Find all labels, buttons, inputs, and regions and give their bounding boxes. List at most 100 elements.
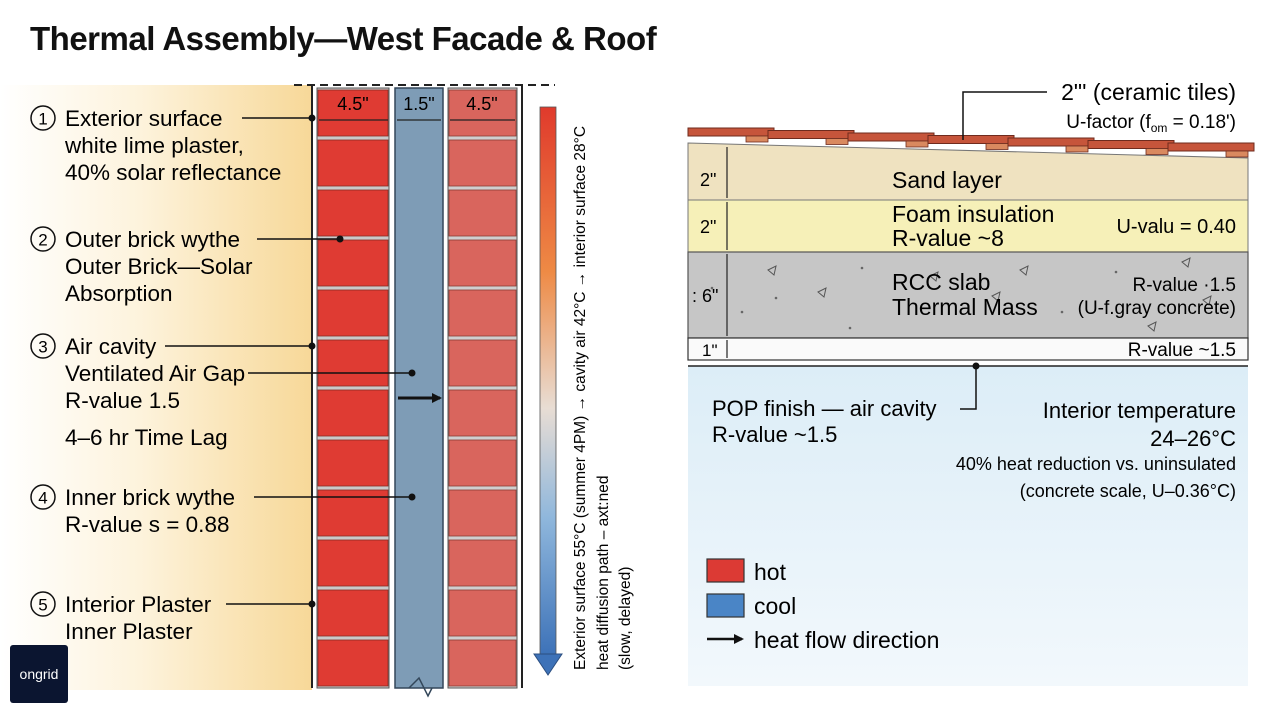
label-line: Outer brick wythe (65, 227, 240, 252)
roof-section: 2" 2" : 6" 1" 2"' (ceramic tiles) U-fact… (687, 79, 1255, 686)
inner-brick (448, 439, 517, 487)
roof-dimensions: 2" 2" : 6" 1" (692, 147, 728, 360)
air-cavity-break-mark (408, 676, 433, 698)
foam-r-value: R-value ~8 (892, 225, 1004, 251)
label-line: white lime plaster, (64, 133, 244, 158)
label-line: 40% solar reflectance (65, 160, 281, 185)
gradient-bar-arrowhead (533, 653, 563, 676)
tiles-u-factor: U-factor (fom = 0.18') (1066, 112, 1236, 135)
legend-label-cool: cool (754, 593, 796, 619)
ceramic-tile (1007, 137, 1095, 147)
outer-brick-wythe (316, 87, 390, 689)
number-badge-text: 4 (38, 489, 47, 508)
ceramic-tile (1087, 140, 1175, 149)
number-badge (30, 333, 56, 359)
outer-wythe-mortar (316, 87, 390, 689)
wall-label-air-cavity: 3 Air cavity Ventilated Air Gap R-value … (30, 333, 416, 450)
aggregate-stone (817, 287, 827, 298)
wall-label-interior-plaster: 5 Interior Plaster Inner Plaster (30, 591, 316, 644)
gradient-caption-line-1: Exterior surface 55°C (summer 4PM) → cav… (572, 126, 589, 670)
tile-spacer (985, 143, 1009, 150)
foam-u-value: U-valu = 0.40 (1116, 216, 1236, 238)
label-line: Exterior surface (65, 106, 223, 131)
gradient-caption-line-3: (slow, delayed) (617, 567, 634, 670)
inner-brick (448, 489, 517, 537)
pop-leader-line (960, 366, 977, 410)
dimension-outer-wythe: 4.5" (337, 94, 368, 114)
tile-spacer (1065, 145, 1089, 153)
wall-label-exterior-surface: 1 Exterior surface white lime plaster, 4… (30, 105, 316, 185)
leader-dot (972, 362, 980, 370)
dimension-air-cavity: 1.5" (403, 94, 434, 114)
label-line: Outer Brick—Solar (65, 254, 253, 279)
rcc-note: (U-f.gray concrete) (1078, 298, 1236, 319)
leader-dot (308, 600, 316, 608)
interior-temperature-label: Interior temperature (1043, 398, 1236, 423)
number-badge-text: 1 (38, 110, 47, 129)
aggregate-stone (767, 265, 777, 276)
tile-spacer (1145, 148, 1169, 155)
inner-brick (448, 289, 517, 337)
label-line: Air cavity (65, 334, 157, 359)
tile-spacer (825, 138, 849, 145)
outer-brick (317, 139, 389, 187)
inner-brick (448, 189, 517, 237)
leader-dot (408, 493, 416, 501)
rcc-thermal-mass: Thermal Mass (892, 294, 1038, 320)
heat-reduction-note: 40% heat reduction vs. uninsulated (956, 454, 1236, 474)
aggregate-speck (1114, 270, 1118, 274)
aggregate-speck (1060, 310, 1064, 314)
tiles-leader-line (962, 91, 1047, 140)
outer-brick (317, 539, 389, 587)
legend-swatch-cool (706, 593, 745, 618)
outer-brick (317, 89, 389, 137)
page-title: Thermal Assembly—West Facade & Roof (30, 20, 657, 57)
ceramic-tile (767, 130, 855, 139)
pop-finish-layer (687, 337, 1249, 361)
tile-spacer (745, 135, 769, 143)
label-line: Interior Plaster (65, 592, 212, 617)
aggregate-speck (740, 310, 744, 314)
outer-brick (317, 289, 389, 337)
number-badge-text: 2 (38, 231, 47, 250)
temperature-gradient-bar: Exterior surface 55°C (summer 4PM) → cav… (533, 106, 634, 676)
thickness-rcc: : 6" (692, 286, 718, 306)
rcc-r-value: R-value ·1.5 (1133, 275, 1237, 296)
tile-spacer (1225, 150, 1249, 158)
air-cavity (394, 87, 444, 698)
inner-brick (448, 89, 517, 137)
gradient-bar-fill (539, 106, 557, 656)
legend-label-heat-flow: heat flow direction (754, 627, 939, 653)
air-cavity-fill (394, 87, 444, 689)
aggregate-stone (929, 271, 939, 282)
inner-brick-wythe (447, 87, 518, 689)
number-badge (30, 484, 56, 510)
leader-dot (408, 369, 416, 377)
aggregate-stone (1181, 257, 1191, 268)
outer-brick (317, 639, 389, 687)
legend-label-hot: hot (754, 559, 787, 585)
number-badge (30, 105, 56, 131)
tiles-label: 2"' (ceramic tiles) U-factor (fom = 0.18… (962, 79, 1236, 140)
aggregate-speck (710, 286, 714, 290)
pop-r-value: R-value ~1.5 (1128, 340, 1236, 361)
aggregate-stone (1202, 295, 1212, 306)
outer-brick (317, 239, 389, 287)
foam-layer-label: Foam insulation (892, 201, 1054, 227)
inner-brick (448, 539, 517, 587)
pop-finish-label: POP finish — air cavity (712, 396, 937, 421)
thickness-foam: 2" (700, 217, 716, 237)
outer-brick (317, 439, 389, 487)
legend-swatch-hot (706, 558, 745, 583)
aggregate-speck (774, 296, 778, 300)
legend: hot cool heat flow direction (706, 558, 939, 653)
number-badge (30, 591, 56, 617)
gradient-caption-line-2: heat diffusion path – axt:ned (595, 476, 612, 670)
sand-layer-label: Sand layer (892, 167, 1002, 193)
number-badge-text: 5 (38, 596, 47, 615)
exterior-warm-zone (0, 85, 312, 690)
pop-finish-r-value: R-value ~1.5 (712, 422, 837, 447)
aggregate-stone (991, 291, 1001, 302)
thickness-sand: 2" (700, 170, 716, 190)
aggregate-speck (860, 266, 864, 270)
